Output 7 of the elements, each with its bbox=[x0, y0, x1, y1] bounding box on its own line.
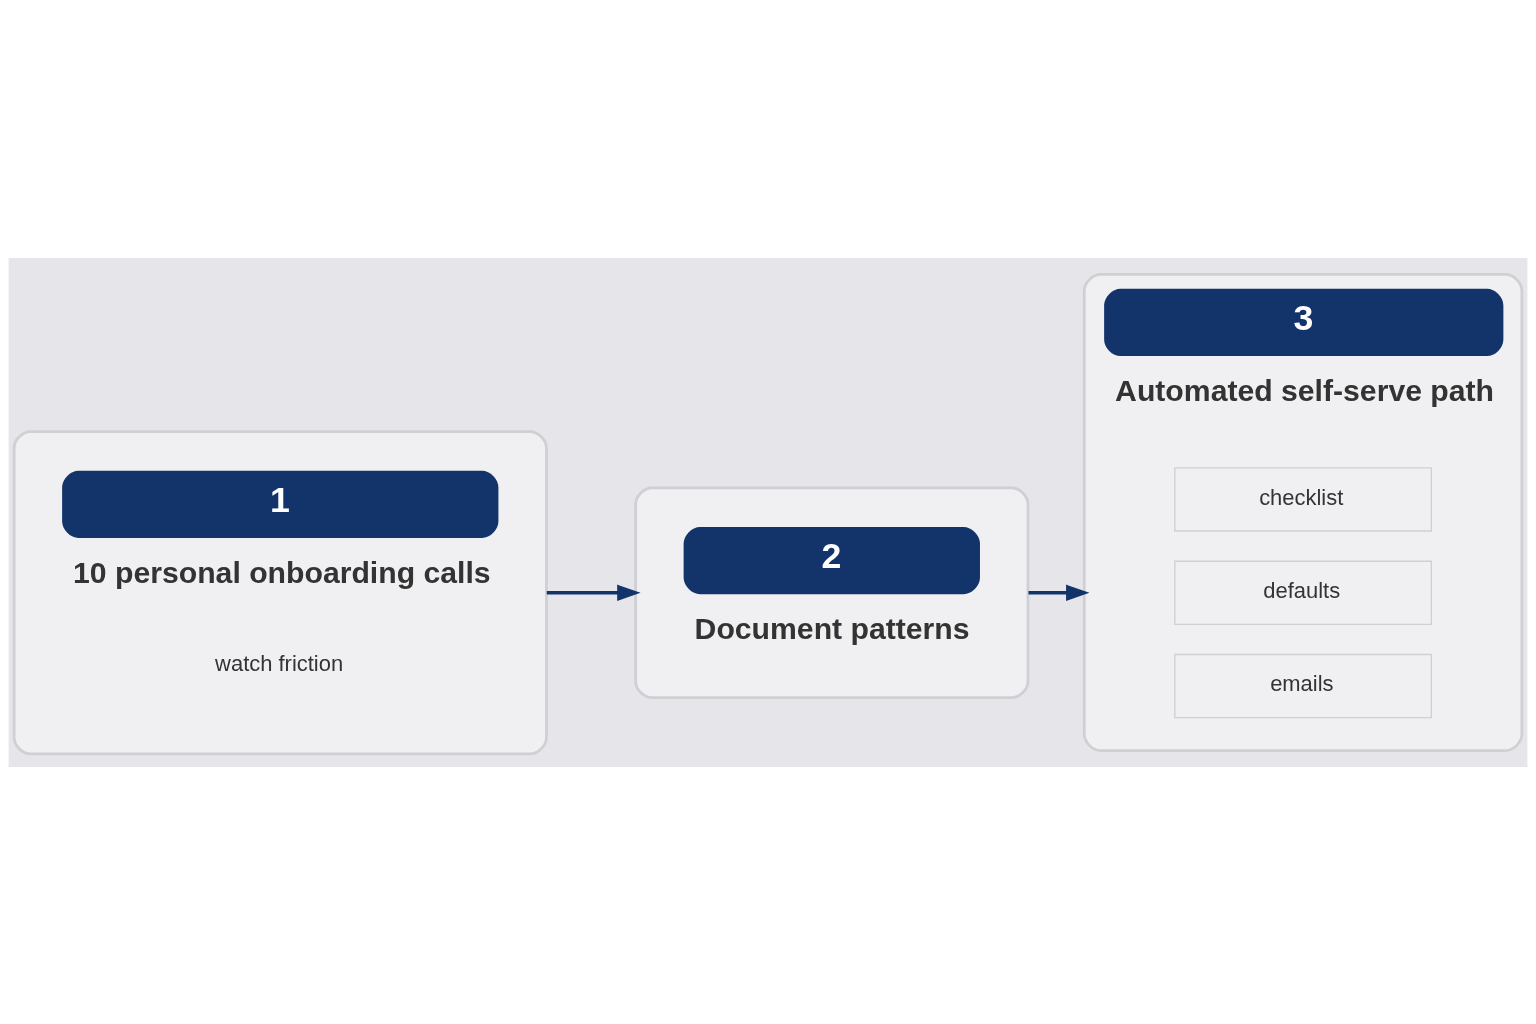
node-box: defaults bbox=[1174, 560, 1433, 625]
arrow bbox=[1028, 584, 1090, 601]
node-box: emails bbox=[1174, 653, 1433, 718]
node-box: checklist bbox=[1174, 466, 1433, 532]
arrow bbox=[546, 584, 641, 601]
node-box: 2 Document patterns bbox=[634, 485, 1030, 699]
node-box: 1 10 personal onboarding calls watch friction bbox=[12, 429, 548, 755]
